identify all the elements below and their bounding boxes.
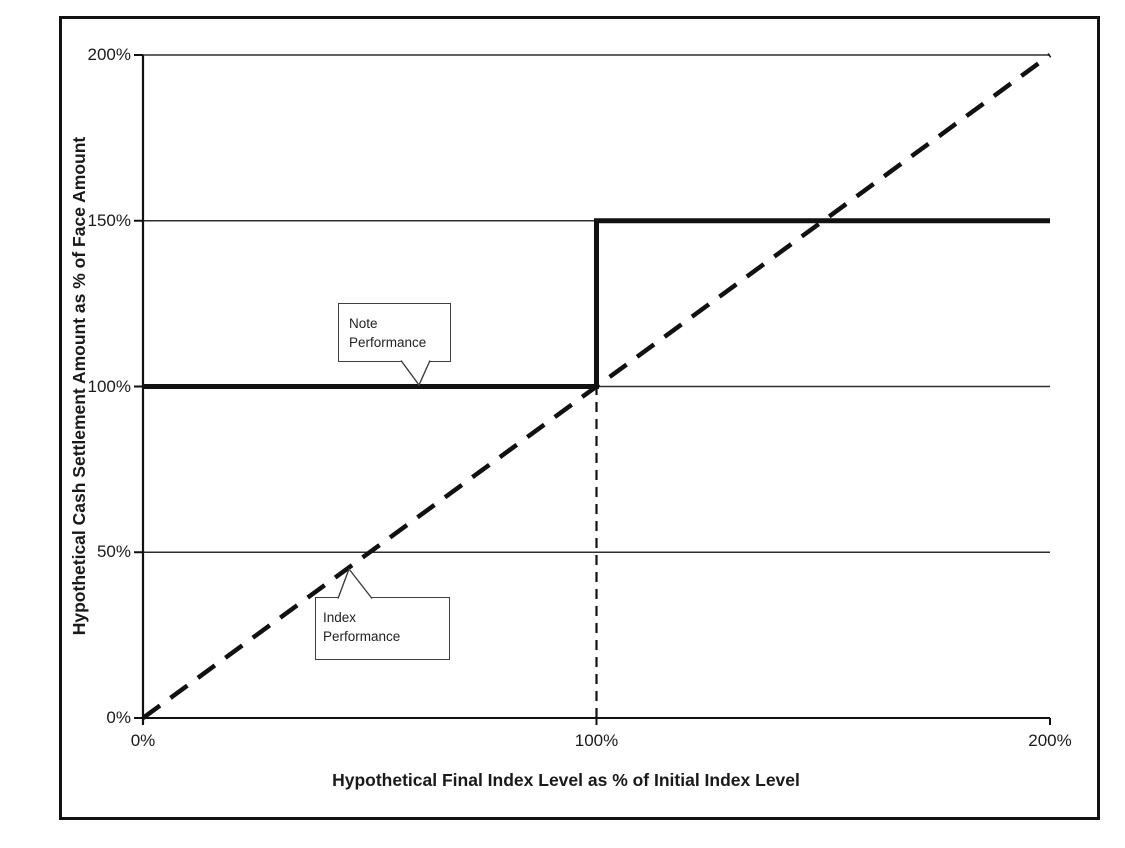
y-tick-label-100%: 100% [87,376,131,396]
y-tick-label-150%: 150% [87,210,131,230]
callout-text-line: Performance [323,629,401,644]
outer-border [59,16,1100,820]
x-tick-label-0%: 0% [130,731,156,750]
x-tick-label-200%: 200% [1028,731,1072,750]
callout-text-line: Performance [349,335,427,350]
y-tick-label-50%: 50% [96,542,131,562]
x-axis-title: Hypothetical Final Index Level as % of I… [332,770,800,790]
series-line-note-performance [143,218,1050,389]
x-tick-label-100%: 100% [574,731,619,750]
y-tick-label-0%: 0% [106,708,131,727]
callout-text-line: Index [323,610,357,625]
y-tick-label-200%: 200% [87,45,131,64]
callout-text-line: Note [349,316,378,331]
